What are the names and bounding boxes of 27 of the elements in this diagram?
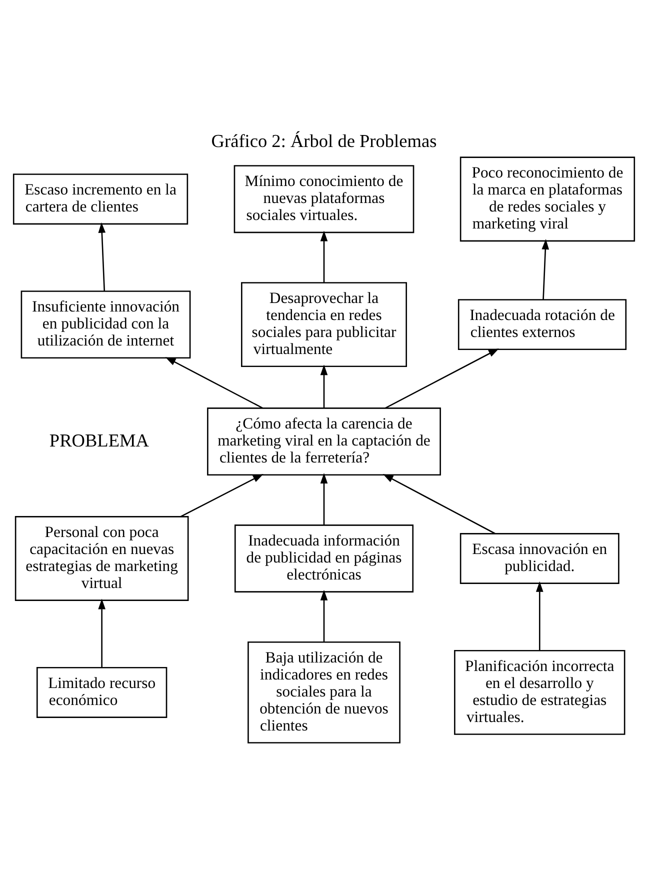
node-box: ¿Cómo afecta la carencia de marketing viral en la captación de clientes de la ferretería? <box>207 407 441 476</box>
node-box: Mínimo conocimiento de nuevas plataformas sociales virtuales. <box>234 164 414 233</box>
arrow <box>320 364 328 408</box>
arrow <box>542 238 550 300</box>
node-box: Escaso incremento en la cartera de clientes <box>12 173 188 224</box>
arrow <box>320 230 328 282</box>
node-box: Baja utilización de indicadores en redes sociales para la obtención de nuevos clientes <box>248 640 400 743</box>
node-box: Escasa innovación en publicidad. <box>460 532 620 584</box>
arrow <box>536 580 544 650</box>
arrow <box>385 348 499 408</box>
arrow <box>98 222 106 290</box>
node-box: Limitado recurso económico <box>36 666 168 718</box>
node-box: Desaprovechar la tendencia en redes sociales para publicitar virtualmente <box>241 282 407 367</box>
diagram-title: Gráfico 2: Árbol de Problemas <box>211 130 437 151</box>
label: PROBLEMA <box>49 430 149 450</box>
node-box: Poco reconocimiento de la marca en plataformas de redes sociales y marketing viral <box>460 156 636 242</box>
arrow <box>180 474 264 517</box>
node-box: Insuficiente innovación en publicidad con la utilización de internet <box>20 290 191 358</box>
arrow <box>320 589 328 642</box>
node-box: Inadecuada información de publicidad en páginas electrónicas <box>234 524 414 592</box>
arrow <box>382 474 496 534</box>
node-box: Planificación incorrecta en el desarrollo y estudio de estrategias virtuales. <box>454 649 626 734</box>
node-box: Inadecuada rotación de clientes externos <box>458 298 627 350</box>
node-box: Personal con poca capacitación en nuevas estrategias de marketing virtual <box>14 516 189 600</box>
arrow <box>98 598 106 667</box>
arrow <box>165 356 263 408</box>
arrow <box>320 472 328 524</box>
